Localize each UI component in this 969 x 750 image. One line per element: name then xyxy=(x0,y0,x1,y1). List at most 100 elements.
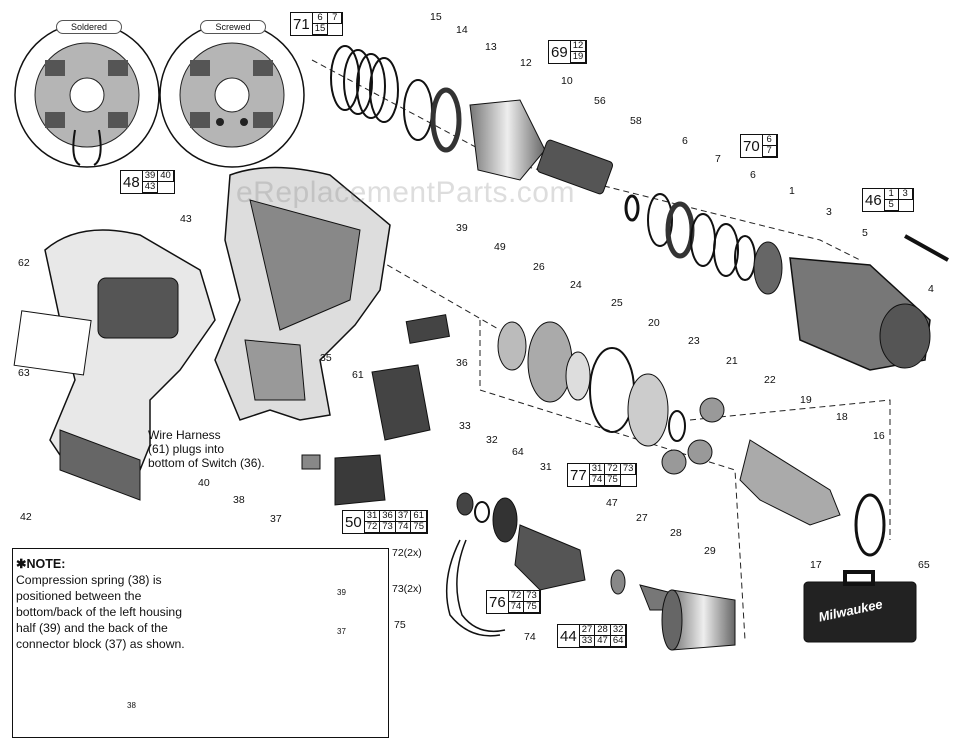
kit-50-part: 37 xyxy=(395,511,412,522)
kit-50-part: 75 xyxy=(411,522,427,533)
callout-18: 18 xyxy=(836,411,848,423)
kit-46-part: 3 xyxy=(898,189,913,200)
brush-plate-soldered-detail xyxy=(14,22,160,168)
kit-48-part: 40 xyxy=(158,171,174,182)
kit-48-part: 43 xyxy=(142,182,159,193)
kit-76-part: 75 xyxy=(524,602,540,613)
callout-58: 58 xyxy=(630,115,642,127)
note-marker-38: 38 xyxy=(127,701,136,710)
anvil-10 xyxy=(536,139,614,195)
callout-64: 64 xyxy=(512,446,524,458)
callout-24: 24 xyxy=(570,279,582,291)
kit-50: 50 31 36 37 61 72 73 74 75 xyxy=(342,510,428,534)
front-housing-5 xyxy=(789,257,931,371)
wire-leads xyxy=(445,539,506,637)
kit-50-part: 31 xyxy=(364,511,381,522)
kit-44-part: 27 xyxy=(579,625,596,636)
kit-69-part: 12 xyxy=(570,41,587,52)
kit-76-part: 72 xyxy=(508,591,525,602)
callout-6a: 6 xyxy=(682,135,688,147)
kit-50-part: 36 xyxy=(380,511,396,522)
callout-31: 31 xyxy=(540,461,552,473)
callout-35: 35 xyxy=(320,352,332,364)
callout-17: 17 xyxy=(810,559,822,571)
kit-44-part: 47 xyxy=(595,636,611,647)
kit-46-part: 5 xyxy=(884,200,899,211)
callout-3: 3 xyxy=(826,206,832,218)
callout-26: 26 xyxy=(533,261,545,273)
callout-49: 49 xyxy=(494,241,506,253)
callout-20: 20 xyxy=(648,317,660,329)
note-body: Compression spring (38) is positioned be… xyxy=(16,573,185,651)
callout-62: 62 xyxy=(18,257,30,269)
gear-case-12 xyxy=(469,99,546,181)
kit-44-part: 64 xyxy=(610,636,627,647)
kit-77-part: 72 xyxy=(605,464,621,475)
note-text: ✱NOTE: Compression spring (38) is positi… xyxy=(16,556,186,652)
kit-71: 71 6 7 15 xyxy=(290,12,344,36)
label-plate-62 xyxy=(13,310,92,376)
kit-50-part: 61 xyxy=(411,511,427,522)
callout-10: 10 xyxy=(561,75,573,87)
kit-44: 44 27 28 32 33 47 64 xyxy=(557,624,628,648)
callout-40: 40 xyxy=(198,477,210,489)
callout-15: 15 xyxy=(430,11,442,23)
callout-29: 29 xyxy=(704,545,716,557)
kit-76-part: 73 xyxy=(524,591,540,602)
callout-12: 12 xyxy=(520,57,532,69)
kit-77-part: 74 xyxy=(589,475,606,486)
callout-43: 43 xyxy=(180,213,192,225)
callout-74: 74 xyxy=(524,631,536,643)
kit-48-part: 39 xyxy=(142,171,159,182)
note-title: ✱NOTE: xyxy=(16,557,66,571)
screw-4 xyxy=(904,234,949,262)
callout-39: 39 xyxy=(456,222,468,234)
callout-42: 42 xyxy=(20,511,32,523)
kit-71-part: 7 xyxy=(328,13,343,24)
callout-47: 47 xyxy=(606,497,618,509)
kit-48: 48 39 40 43 xyxy=(120,170,175,194)
kit-69: 69 12 19 xyxy=(548,40,588,64)
callout-19: 19 xyxy=(800,394,812,406)
callout-72: 72(2x) xyxy=(392,547,422,559)
harness-line-1: Wire Harness xyxy=(148,428,221,442)
callout-36: 36 xyxy=(456,357,468,369)
callout-73: 73(2x) xyxy=(392,583,422,595)
kit-76-part: 74 xyxy=(508,602,525,613)
kit-77: 77 31 72 73 74 75 xyxy=(567,463,638,487)
kit-77-part: 31 xyxy=(589,464,606,475)
kit-44-part: 32 xyxy=(610,625,627,636)
kit-69-part: 19 xyxy=(570,52,587,63)
note-marker-39: 39 xyxy=(337,588,346,597)
harness-note: Wire Harness (61) plugs into bottom of S… xyxy=(148,428,265,470)
kit-71-part: 15 xyxy=(312,24,329,35)
callout-75: 75 xyxy=(394,619,406,631)
callout-4: 4 xyxy=(928,283,934,295)
callout-61: 61 xyxy=(352,369,364,381)
washer-16 xyxy=(854,493,886,557)
callout-56: 56 xyxy=(594,95,606,107)
kit-70: 70 6 7 xyxy=(740,134,778,158)
planetary-gear-assembly xyxy=(497,321,841,526)
callout-13: 13 xyxy=(485,41,497,53)
kit-77-part: 73 xyxy=(620,464,637,475)
washers-14-13 xyxy=(403,79,462,153)
callout-21: 21 xyxy=(726,355,738,367)
clutch-spring xyxy=(330,45,399,123)
screwed-label: Screwed xyxy=(200,20,266,34)
kit-50-part: 73 xyxy=(380,522,396,533)
kit-44-part: 33 xyxy=(579,636,596,647)
callout-23: 23 xyxy=(688,335,700,347)
left-housing-half xyxy=(214,166,391,421)
callout-1: 1 xyxy=(789,185,795,197)
callout-32: 32 xyxy=(486,434,498,446)
soldered-label: Soldered xyxy=(56,20,122,34)
watermark: eReplacementParts.com xyxy=(236,176,575,209)
ring-set xyxy=(624,193,756,281)
kit-46: 46 1 3 5 xyxy=(862,188,914,212)
callout-14: 14 xyxy=(456,24,468,36)
harness-line-3: bottom of Switch (36). xyxy=(148,456,265,470)
callout-5: 5 xyxy=(862,227,868,239)
kit-71-part: 6 xyxy=(312,13,329,24)
callout-25: 25 xyxy=(611,297,623,309)
